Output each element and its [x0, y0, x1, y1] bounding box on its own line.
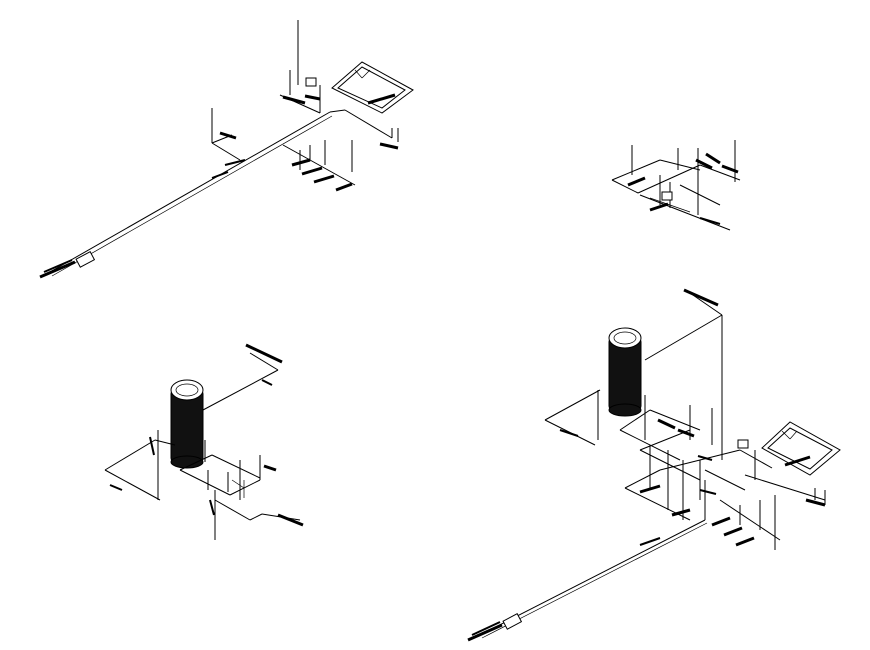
view-top-right [611, 140, 741, 231]
view-top-left [39, 20, 414, 279]
water-heater-tank-icon-2 [608, 327, 642, 417]
water-heater-tank-icon [170, 379, 204, 469]
view-bottom-right [467, 288, 841, 642]
view-bottom-left [104, 343, 304, 540]
